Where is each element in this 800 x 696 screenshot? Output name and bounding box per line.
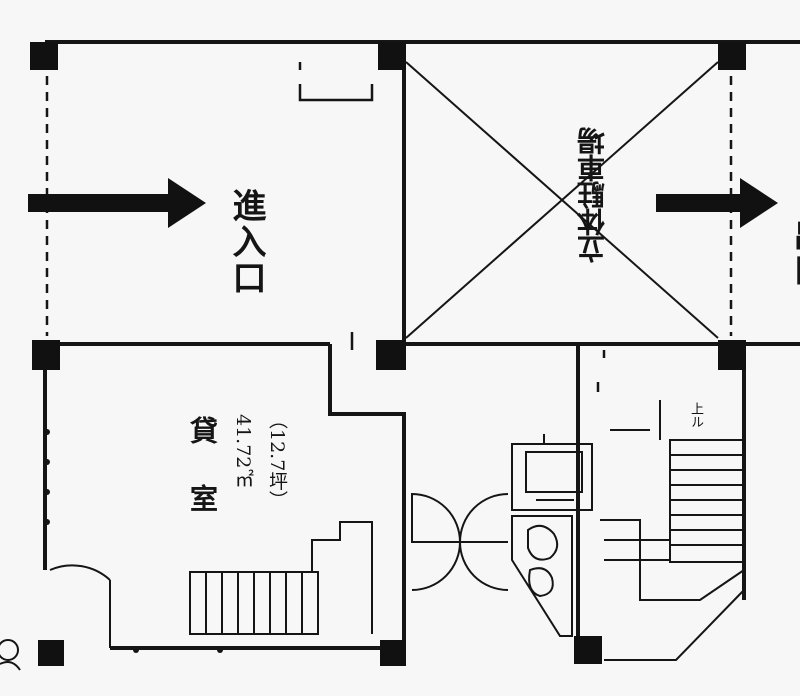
column xyxy=(38,640,64,666)
exit-label: 出口 xyxy=(787,218,800,286)
rental-notch xyxy=(328,344,406,660)
column xyxy=(378,42,406,70)
person-icon xyxy=(0,639,21,671)
elevator xyxy=(511,434,593,511)
rental-room-label: 貸室 xyxy=(186,416,219,552)
column xyxy=(380,640,406,666)
door-icon xyxy=(49,564,111,648)
entrance-marker xyxy=(298,84,374,102)
stair-up-label: 上ル xyxy=(688,402,703,428)
exit-arrow-icon xyxy=(656,178,778,228)
swing-door-icon xyxy=(411,492,509,591)
column xyxy=(32,340,60,370)
rental-area-label: 41.72㎡ xyxy=(232,414,254,488)
planter xyxy=(511,515,573,637)
column xyxy=(718,340,746,370)
rental-stair xyxy=(189,521,373,635)
parking-label: 立体駐車場 xyxy=(576,128,609,263)
rental-tsubo-label: （12.7坪） xyxy=(266,410,288,510)
window-marks xyxy=(44,429,223,653)
column xyxy=(574,636,602,664)
parking-cross xyxy=(405,61,719,339)
entrance-label: 進入口 xyxy=(226,188,266,296)
column xyxy=(376,340,406,370)
entrance-arrow-icon xyxy=(28,178,206,228)
main-stair xyxy=(600,400,745,661)
column xyxy=(30,42,58,70)
column xyxy=(718,42,746,70)
